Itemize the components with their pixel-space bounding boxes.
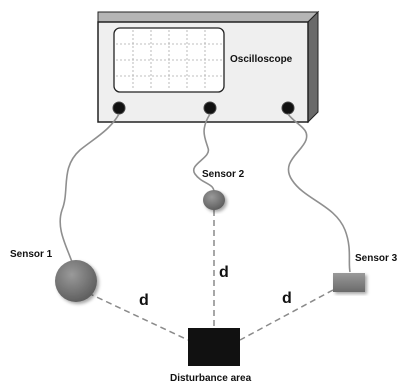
cable-sensor-2 [192,113,215,193]
distance-label-2: d [219,264,229,281]
disturbance-area-box [188,328,240,366]
sensor-2-shape [203,190,225,210]
oscilloscope-top [97,11,320,23]
sensor-1: Sensor 1 [10,249,97,302]
oscilloscope-label: Oscilloscope [230,54,293,65]
sensor-3-shape [333,273,365,292]
distance-lines [87,210,334,341]
sensor-1-shape [55,260,97,302]
oscilloscope-input-2 [203,101,217,115]
sensor-2: Sensor 2 [202,169,245,210]
disturbance-area: Disturbance area [170,328,252,384]
sensor-1-label: Sensor 1 [10,249,53,260]
oscilloscope-screen-grid [116,30,222,90]
sensor-3: Sensor 3 [333,253,398,292]
distance-label-1: d [139,292,149,309]
distance-line-1 [87,292,189,341]
oscilloscope: Oscilloscope [97,10,320,124]
oscilloscope-input-1 [112,101,126,115]
sensor-2-label: Sensor 2 [202,169,245,180]
sensor-3-label: Sensor 3 [355,253,398,264]
disturbance-area-label: Disturbance area [170,373,252,384]
cable-sensor-1 [59,113,120,263]
cable-sensor-3 [287,113,351,273]
oscilloscope-input-3 [281,101,295,115]
oscilloscope-side [307,10,319,124]
distance-line-3 [239,289,334,341]
distance-label-3: d [282,290,292,307]
cables [59,113,351,273]
